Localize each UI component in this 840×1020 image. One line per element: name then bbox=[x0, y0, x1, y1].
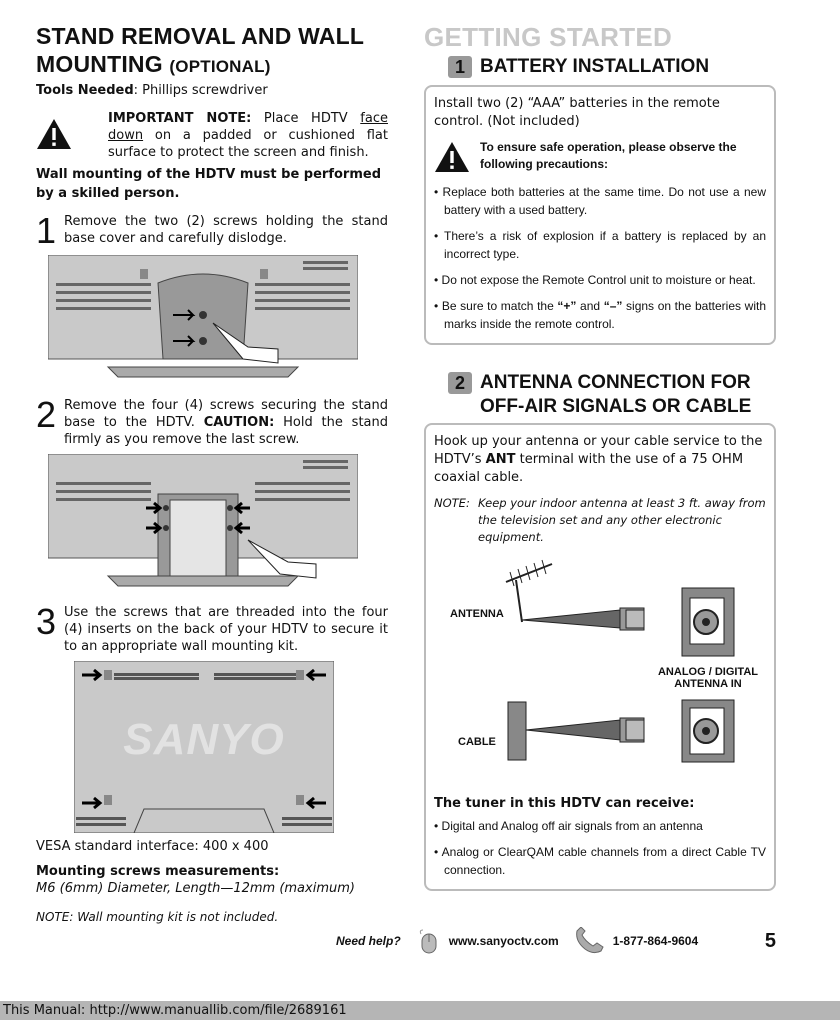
battery-section-header: 1 BATTERY INSTALLATION bbox=[448, 55, 776, 79]
tools-needed: Tools Needed: Phillips screwdriver bbox=[36, 83, 268, 98]
tv-back-panel-graphic bbox=[74, 661, 334, 833]
brand-logo: SANYO bbox=[123, 715, 285, 764]
step-1: 1 Remove the two (2) screws holding the … bbox=[36, 210, 388, 251]
antenna-note: NOTE: Keep your indoor antenna at least … bbox=[434, 496, 766, 544]
warning-icon bbox=[37, 119, 71, 149]
list-item: • Do not expose the Remote Control unit … bbox=[434, 273, 756, 287]
section-number-badge: 2 bbox=[448, 372, 472, 394]
list-item: • Be sure to match the “+” and “–” signs… bbox=[434, 299, 766, 331]
list-item: • Digital and Analog off air signals fro… bbox=[434, 819, 703, 833]
page-number: 5 bbox=[764, 929, 776, 952]
source-url-bar: This Manual: http://www.manuallib.com/fi… bbox=[0, 1001, 840, 1020]
phone-icon bbox=[575, 927, 604, 954]
section-title-stand-removal: STAND REMOVAL AND WALL MOUNTING (OPTIONA… bbox=[36, 23, 365, 77]
mouse-icon bbox=[419, 929, 437, 954]
antenna-box: Hook up your antenna or your cable servi… bbox=[424, 423, 776, 891]
section-number-badge: 1 bbox=[448, 56, 472, 78]
tuner-title: The tuner in this HDTV can receive: bbox=[434, 796, 695, 811]
phone-number: 1-877-864-9604 bbox=[612, 934, 699, 948]
getting-started-title: GETTING STARTED bbox=[424, 22, 673, 52]
antenna-icon bbox=[505, 559, 553, 623]
cable-terminal-icon bbox=[681, 699, 735, 763]
wall-kit-note: NOTE: Wall mounting kit is not included. bbox=[36, 910, 279, 924]
warning-icon bbox=[435, 142, 469, 172]
important-note: IMPORTANT NOTE: Place HDTV face down on … bbox=[36, 110, 388, 161]
label-antenna: ANTENNA bbox=[450, 608, 504, 620]
label-antenna-input: ANALOG / DIGITAL ANTENNA IN bbox=[657, 666, 758, 690]
list-item: • Analog or ClearQAM cable channels from… bbox=[434, 845, 766, 877]
step-1-illustration bbox=[47, 254, 359, 378]
tuner-list: • Digital and Analog off air signals fro… bbox=[434, 817, 766, 879]
precaution-note: To ensure safe operation, please observe… bbox=[434, 139, 766, 173]
step-3: 3 Use the screws that are threaded into … bbox=[36, 601, 388, 655]
step-2-illustration bbox=[47, 453, 359, 587]
vesa-interface: VESA standard interface: 400 x 400 bbox=[36, 839, 269, 854]
mounting-screws-value: M6 (6mm) Diameter, Length—12mm (maximum) bbox=[36, 881, 355, 896]
wall-outlet-icon bbox=[507, 701, 527, 761]
mounting-screws-title: Mounting screws measurements: bbox=[36, 864, 280, 879]
step-3-illustration: SANYO bbox=[74, 661, 334, 833]
antenna-terminal-icon bbox=[681, 587, 735, 657]
right-column: GETTING STARTED 1 BATTERY INSTALLATION I… bbox=[424, 22, 776, 891]
label-cable: CABLE bbox=[458, 736, 496, 748]
antenna-connection-diagram: ANTENNA CABLE ANALOG / DIGITAL ANTENNA I… bbox=[434, 552, 766, 792]
antenna-section-header: 2 ANTENNA CONNECTION FOR OFF-AIR SIGNALS… bbox=[448, 371, 776, 419]
left-column: STAND REMOVAL AND WALL MOUNTING (OPTIONA… bbox=[36, 22, 388, 924]
help-label: Need help? bbox=[336, 934, 401, 948]
battery-box: Install two (2) “AAA” batteries in the r… bbox=[424, 85, 776, 345]
list-item: • Replace both batteries at the same tim… bbox=[434, 185, 766, 217]
battery-precautions-list: • Replace both batteries at the same tim… bbox=[434, 183, 766, 333]
page-footer: Need help? www.sanyoctv.com 1-877-864-96… bbox=[336, 927, 776, 954]
connection-graphic bbox=[505, 559, 735, 763]
website-link[interactable]: www.sanyoctv.com bbox=[448, 934, 559, 948]
step-2: 2 Remove the four (4) screws securing th… bbox=[36, 394, 389, 448]
wall-mounting-note: Wall mounting of the HDTV must be perfor… bbox=[36, 167, 382, 201]
list-item: • There’s a risk of explosion if a batte… bbox=[434, 229, 766, 261]
